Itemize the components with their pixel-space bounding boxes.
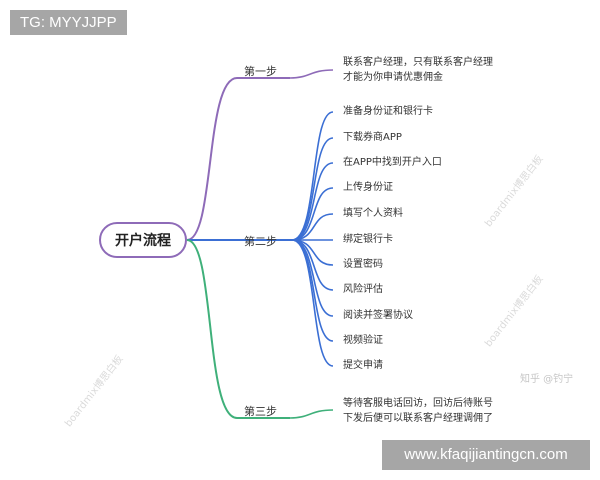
- branch-step-2-item: [291, 162, 334, 241]
- step-2-item[interactable]: 阅读并签署协议: [343, 310, 413, 321]
- url-badge: www.kfaqijiantingcn.com: [382, 440, 590, 470]
- watermark-zhihu: 知乎 @钓宁: [520, 374, 574, 385]
- step-2-item[interactable]: 填写个人资料: [343, 208, 403, 219]
- step-3-item: 下发后便可以联系客户经理调佣了: [343, 413, 493, 424]
- step-2-item[interactable]: 提交申请: [343, 360, 383, 371]
- branch-step-3: [186, 239, 290, 419]
- step-2-item[interactable]: 绑定银行卡: [343, 234, 393, 245]
- root-node[interactable]: 开户流程: [99, 222, 187, 258]
- step-2-item[interactable]: 上传身份证: [343, 182, 393, 193]
- step-2-item[interactable]: 下载券商APP: [343, 132, 402, 143]
- branch-step-2-item: [291, 137, 334, 241]
- step-2-item[interactable]: 风险评估: [343, 284, 383, 295]
- branch-step-2-item: [291, 187, 334, 241]
- branch-step-1-item: [289, 69, 334, 79]
- corner-badge: TG: MYYJJPP: [10, 10, 127, 35]
- step-2-item[interactable]: 在APP中找到开户入口: [343, 157, 442, 168]
- branch-step-3-item: [289, 409, 334, 419]
- step-3-node[interactable]: 第三步: [244, 405, 277, 418]
- step-2-item[interactable]: 设置密码: [343, 259, 383, 270]
- step-3-item: 等待客服电话回访，回访后待账号: [343, 398, 493, 409]
- branch-step-1: [186, 77, 290, 241]
- branch-step-2-item: [291, 239, 334, 367]
- step-1-node[interactable]: 第一步: [244, 65, 277, 78]
- step-2-item[interactable]: 准备身份证和银行卡: [343, 106, 433, 117]
- branch-step-2-item: [291, 111, 334, 241]
- step-1-item: 联系客户经理，只有联系客户经理: [343, 57, 493, 68]
- step-2-node[interactable]: 第二步: [244, 235, 277, 248]
- step-1-item: 才能为你申请优惠佣金: [343, 72, 443, 83]
- step-2-item[interactable]: 视频验证: [343, 335, 383, 346]
